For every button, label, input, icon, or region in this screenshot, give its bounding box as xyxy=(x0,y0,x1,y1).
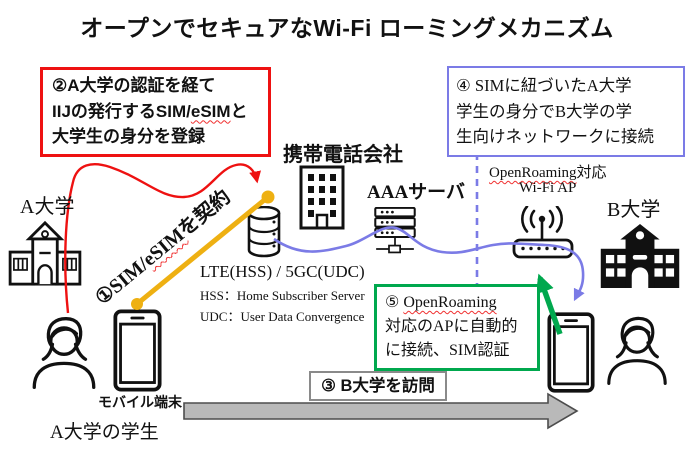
aaa-server-icon xyxy=(371,207,419,255)
step2-line1: ②A大学の認証を経て xyxy=(52,76,216,95)
student-a-label: A大学の学生 xyxy=(50,422,159,443)
step5-line3: に接続、SIM認証 xyxy=(385,342,510,359)
step5-line1: ⑤ OpenRoaming xyxy=(385,294,497,311)
step5-openroaming-misspell: OpenRoaming xyxy=(403,294,497,311)
carrier-label: 携帯電話会社 xyxy=(283,144,403,166)
university-b-label: B大学 xyxy=(607,199,661,221)
phone-b-icon xyxy=(547,310,595,395)
step4-line1: ④ SIMに紐づいたA大学 xyxy=(456,76,632,95)
step5-line2: 対応のAPに自動的 xyxy=(385,318,518,335)
core-network-note: LTE(HSS) / 5GC(UDC) HSS：Home Subscriber … xyxy=(200,262,365,325)
page-title: オープンでセキュアなWi-Fi ローミングメカニズム xyxy=(80,15,614,41)
openroaming-ap-label: OpenRoaming対応 xyxy=(489,165,607,181)
database-icon xyxy=(246,206,282,258)
core-note-line1: LTE(HSS) / 5GC(UDC) xyxy=(200,262,365,281)
step2-esim-misspell: eSIM xyxy=(190,101,231,121)
core-note-line2: HSS：Home Subscriber Server xyxy=(200,288,365,303)
core-note-line3: UDC：User Data Convergence xyxy=(200,309,365,324)
student-a-icon xyxy=(26,308,102,394)
wifi-ap-icon xyxy=(510,206,574,266)
step3-label: ③ B大学を訪問 xyxy=(309,371,447,401)
student-b-icon xyxy=(601,308,673,390)
mobile-device-label: モバイル端末 xyxy=(98,394,182,410)
school-filled-icon xyxy=(599,224,681,288)
step2-callout: ②A大学の認証を経て IIJの発行するSIM/eSIMと 大学生の身分を登録 xyxy=(40,67,271,157)
step4-line2: 学生の身分でB大学の学 xyxy=(456,101,633,121)
step5-callout: ⑤ OpenRoaming 対応のAPに自動的 に接続、SIM認証 xyxy=(374,284,540,371)
aaa-server-label: AAAサーバ xyxy=(367,182,465,203)
phone-a-icon xyxy=(113,308,162,393)
wifi-ap-label: Wi-Fi AP xyxy=(519,180,577,196)
office-building-icon xyxy=(295,163,349,231)
step4-line3: 生向けネットワークに接続 xyxy=(456,127,654,147)
university-a-label: A大学 xyxy=(20,196,75,218)
step4-callout: ④ SIMに紐づいたA大学 学生の身分でB大学の学 生向けネットワークに接続 xyxy=(447,66,685,157)
school-outline-icon xyxy=(6,220,84,286)
step2-line3: 大学生の身分を登録 xyxy=(52,127,205,146)
ap-openroaming-misspell: OpenRoaming xyxy=(489,165,577,181)
step2-line2: IIJの発行するSIM/eSIMと xyxy=(52,101,248,121)
